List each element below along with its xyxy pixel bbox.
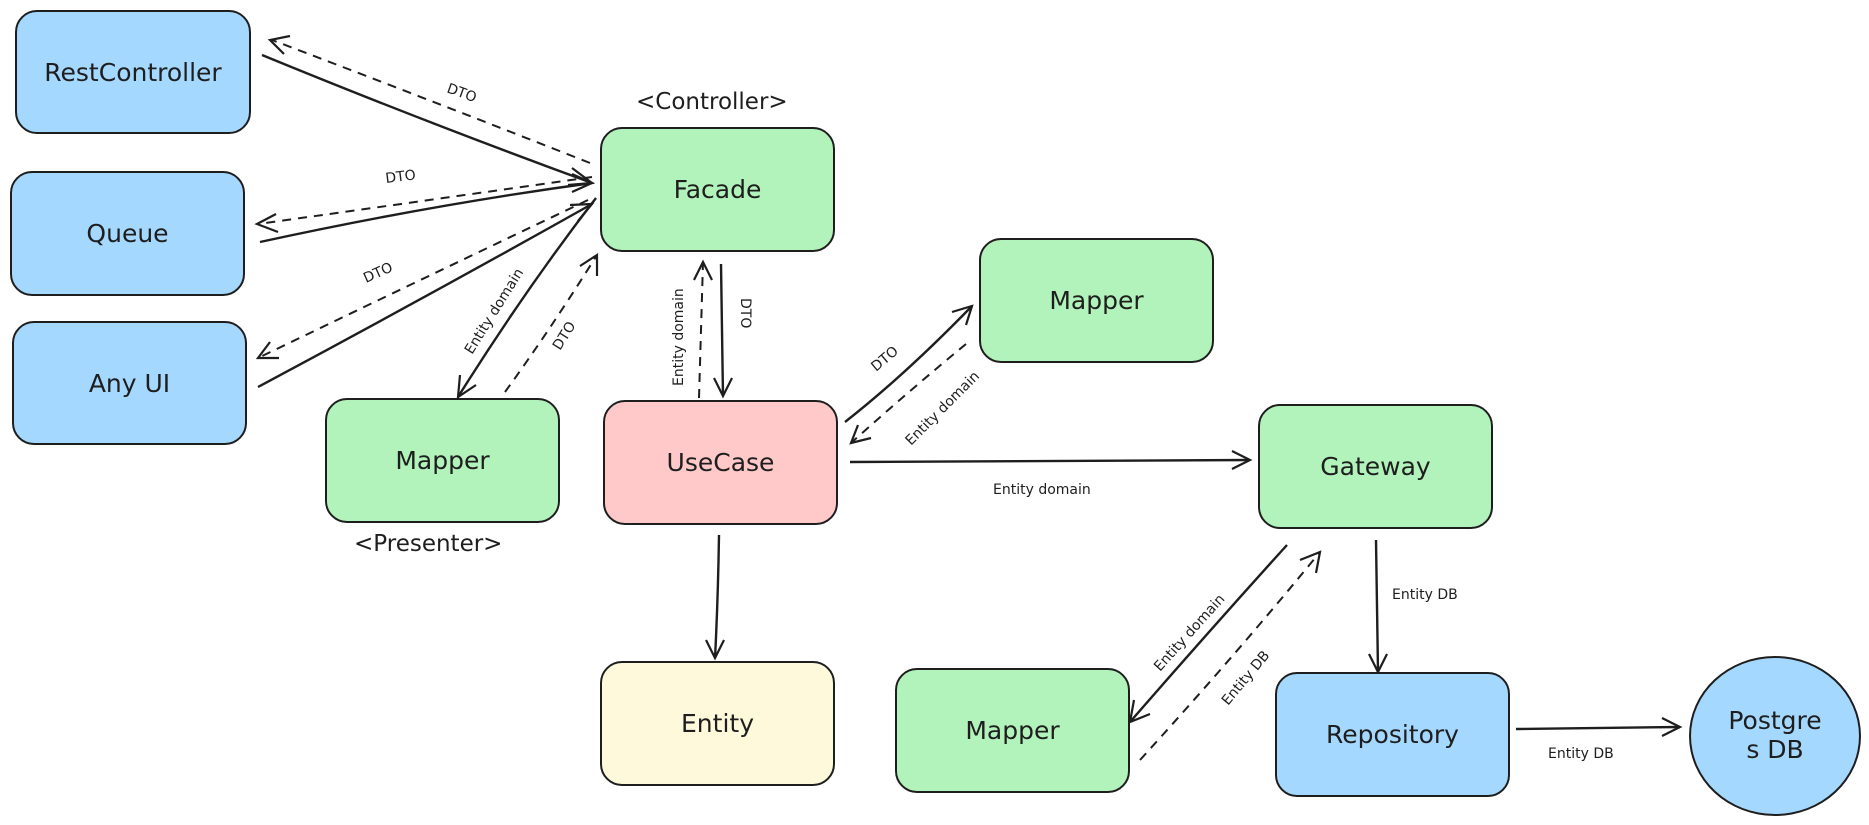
arrow-gateway-to-mapper-entity <box>1128 544 1288 724</box>
arrow-facade-to-mapper-presenter <box>456 197 597 400</box>
label-facade-mapper-entity: Entity domain <box>462 266 527 357</box>
arrow-facade-to-usecase-dto <box>713 263 733 399</box>
label-usecase-mapper-dto: DTO <box>868 343 902 375</box>
node-mapper-presenter: Mapper <box>325 398 560 523</box>
node-gateway: Gateway <box>1258 404 1493 529</box>
label-queue-dto: DTO <box>385 167 417 187</box>
node-queue: Queue <box>10 171 245 296</box>
label-mapper-facade-dto: DTO <box>550 319 580 353</box>
label-mapper-usecase-entity: Entity domain <box>903 368 983 448</box>
caption-controller: <Controller> <box>636 89 788 115</box>
node-rest-controller: RestController <box>15 10 251 134</box>
arrow-facade-to-queue-dto <box>254 176 593 234</box>
node-facade: Facade <box>600 127 835 252</box>
arrow-facade-to-anyui-dto <box>255 199 589 360</box>
node-any-ui: Any UI <box>12 321 247 445</box>
node-mapper-dto: Mapper <box>979 238 1214 363</box>
label-facade-usecase-dto: DTO <box>737 298 753 328</box>
label-rest-dto: DTO <box>445 81 479 106</box>
node-entity: Entity <box>600 661 835 786</box>
node-repository: Repository <box>1275 672 1510 797</box>
arrow-queue-to-facade <box>259 172 595 244</box>
caption-presenter: <Presenter> <box>354 531 503 557</box>
arrow-mapper-to-gateway-db <box>1139 550 1322 761</box>
label-repository-postgres: Entity DB <box>1548 746 1614 762</box>
node-usecase: UseCase <box>603 400 838 525</box>
label-usecase-gateway: Entity domain <box>993 482 1091 498</box>
arrow-usecase-to-facade-entity <box>693 259 713 399</box>
arrow-repository-to-postgres <box>1515 717 1683 737</box>
arrow-facade-to-rest-dto <box>267 34 591 164</box>
label-anyui-dto: DTO <box>361 260 395 287</box>
arrow-gateway-to-repository <box>1368 539 1388 675</box>
arrow-usecase-to-gateway <box>849 450 1253 470</box>
label-usecase-facade-entity: Entity domain <box>671 288 687 386</box>
node-mapper-db: Mapper <box>895 668 1130 793</box>
arrow-mapper-to-usecase-entity <box>849 343 967 445</box>
arrow-rest-to-facade <box>261 53 595 187</box>
label-mapper-gateway-db: Entity DB <box>1219 648 1273 709</box>
arrow-usecase-to-mapper-dto <box>844 304 974 423</box>
postgres-line-1: Postgre <box>1728 706 1822 736</box>
node-postgres-db: Postgre s DB <box>1689 656 1861 816</box>
label-gateway-mapper-entity: Entity domain <box>1151 591 1228 674</box>
arrow-mapper-presenter-to-facade-dto <box>504 252 599 393</box>
postgres-line-2: s DB <box>1746 735 1804 764</box>
arrow-usecase-to-entity <box>705 534 725 661</box>
label-gateway-repository: Entity DB <box>1392 587 1458 603</box>
